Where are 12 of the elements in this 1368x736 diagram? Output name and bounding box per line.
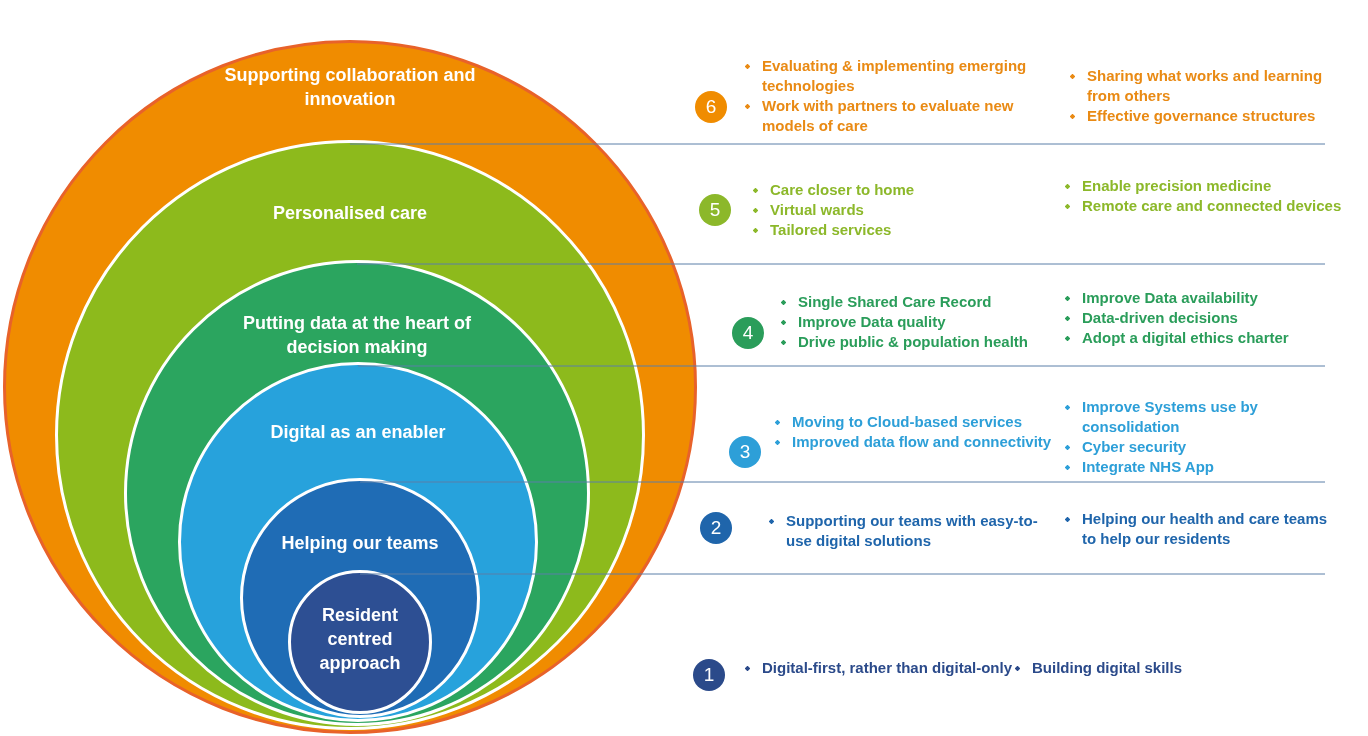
circle-title: Personalised care [271,202,429,225]
number-badge: 6 [695,91,727,123]
circle-title: Helping our teams [280,532,440,555]
circle-title: Putting data at the heart of decision making [242,312,472,359]
number-badge: 4 [732,317,764,349]
number-badge: 3 [729,436,761,468]
circle-title: Resident centred approach [318,604,402,675]
circle-title: Supporting collaboration and innovation [223,64,477,111]
number-badge: 2 [700,512,732,544]
number-badge: 5 [699,194,731,226]
number-badge: 1 [693,659,725,691]
circle-title: Digital as an enabler [269,421,447,444]
